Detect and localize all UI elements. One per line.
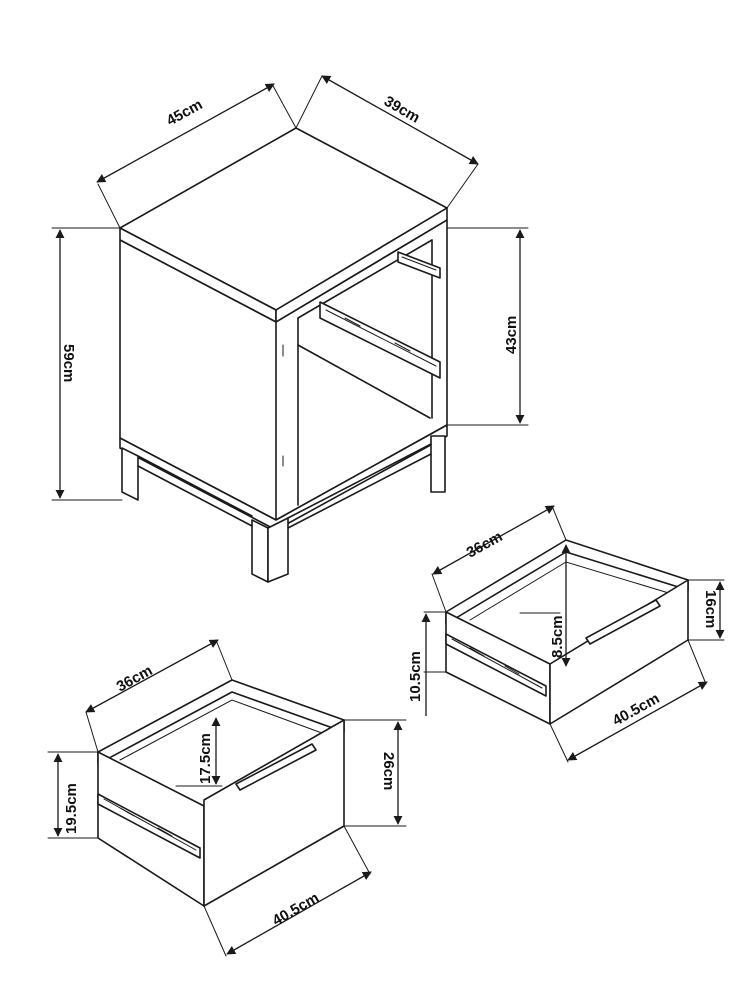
dim-drawer-small-inner-height: 8.5cm (549, 544, 571, 667)
label-drawer-large-side-height: 19.5cm (63, 783, 80, 834)
nightstand-leg-back-right (430, 435, 446, 493)
label-drawer-small-side-height: 10.5cm (407, 651, 424, 702)
nightstand-drawing (119, 127, 448, 583)
label-drawer-large-front-height: 26cm (380, 752, 397, 790)
label-nightstand-width: 45cm (164, 96, 206, 129)
label-drawer-large-inner-height: 17.5cm (197, 733, 214, 784)
dim-drawer-large-inner-height: 17.5cm (197, 717, 221, 785)
label-nightstand-drawer-section: 43cm (503, 316, 520, 354)
nightstand-bottom-shelf (119, 424, 448, 531)
nightstand-leg-front-right (267, 517, 289, 583)
dim-nightstand-height: 59cm (51, 227, 123, 501)
label-drawer-small-inner-height: 8.5cm (549, 615, 566, 658)
label-drawer-large-depth: 40.5cm (270, 889, 323, 929)
nightstand-leg-back-left (121, 447, 139, 501)
dim-drawer-large-front-height: 26cm (343, 719, 407, 827)
label-drawer-small-front-height: 16cm (702, 590, 719, 628)
dim-drawer-small-side-height: 10.5cm (407, 611, 447, 716)
drawer-large-drawing (97, 679, 345, 907)
drawer-small-front (549, 579, 689, 725)
nightstand-leg-front-left (251, 519, 269, 583)
dim-nightstand-drawer-section: 43cm (446, 227, 529, 426)
nightstand-slide-rail-lower (319, 301, 441, 379)
drawer-large-front (203, 719, 345, 907)
label-nightstand-height: 59cm (60, 344, 77, 382)
drawer-large-handle (235, 743, 317, 791)
label-drawer-small-width: 36cm (464, 528, 506, 561)
drawer-small-handle (585, 599, 661, 645)
dim-drawer-small-front-height: 16cm (687, 579, 725, 641)
dim-drawer-large-side-height: 19.5cm (47, 751, 99, 839)
drawer-large-slide-rail (97, 793, 201, 859)
label-drawer-large-width: 36cm (114, 662, 156, 695)
label-drawer-small-depth: 40.5cm (610, 690, 663, 730)
nightstand-slide-rail-upper (397, 251, 441, 279)
drawer-small-slide-rail (445, 633, 547, 697)
